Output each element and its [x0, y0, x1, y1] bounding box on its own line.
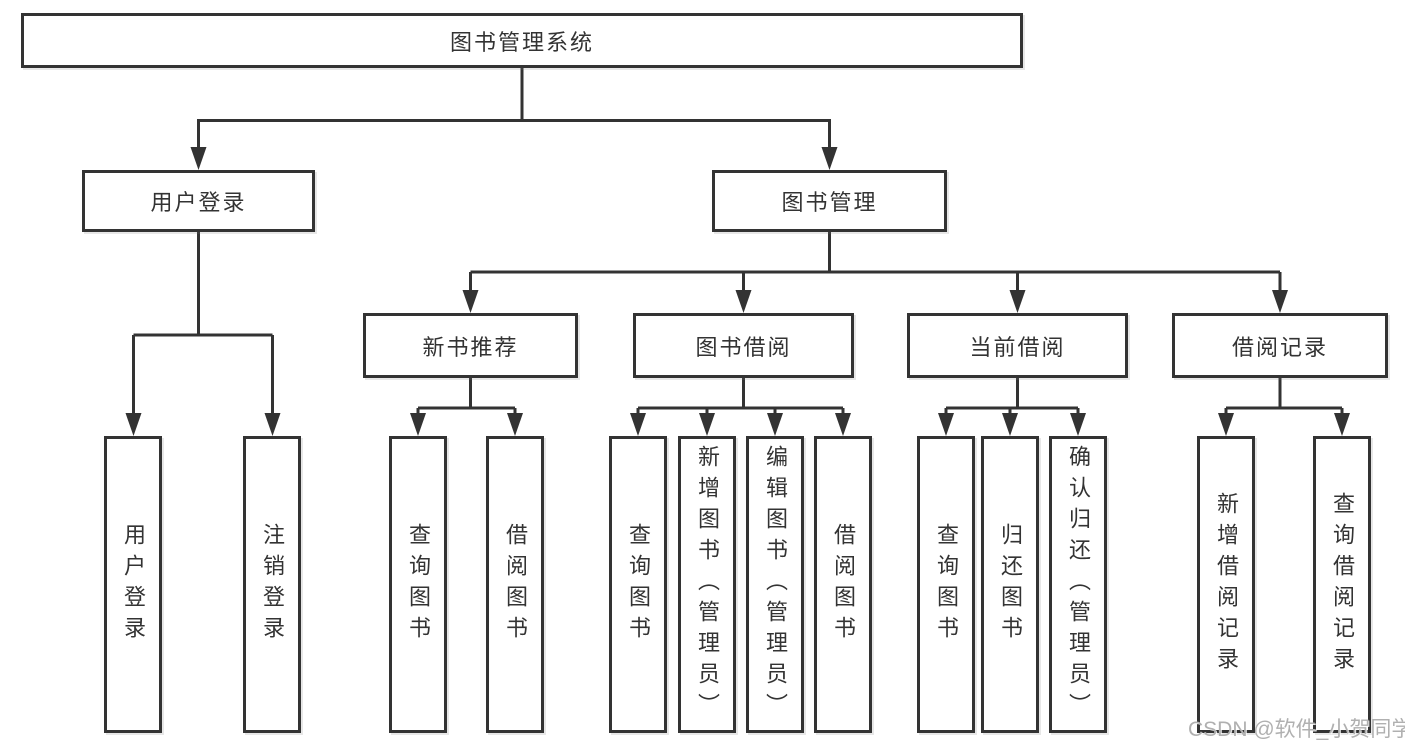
- leaf-add-book-admin-box: 新增图书（管理员）: [678, 436, 736, 733]
- leaf-query-borrow-record-box: 查询借阅记录: [1313, 436, 1371, 733]
- leaf-confirm-return-admin-label: 确认归还（管理员）: [1066, 445, 1091, 724]
- branch-book-management-label: 图书管理: [781, 190, 878, 215]
- arrowhead-icon: [1334, 413, 1350, 436]
- leaf-add-borrow-record-box: 新增借阅记录: [1197, 436, 1255, 733]
- group-current-borrow-box: 当前借阅: [907, 313, 1128, 378]
- group-new-book-recommend-box: 新书推荐: [363, 313, 578, 378]
- group-borrow-records-box: 借阅记录: [1172, 313, 1388, 378]
- leaf-borrow-books-recommend-box: 借阅图书: [486, 436, 544, 733]
- leaf-user-login-label: 用户登录: [121, 522, 146, 647]
- edge-login-to-leaves: [132, 232, 274, 418]
- group-book-borrow-box: 图书借阅: [633, 313, 854, 378]
- arrowhead-icon: [1218, 413, 1234, 436]
- group-borrow-records-label: 借阅记录: [1231, 334, 1328, 360]
- leaf-query-books-borrow-label: 查询图书: [626, 522, 651, 647]
- arrowhead-icon: [735, 290, 752, 313]
- leaf-borrow-books-recommend-label: 借阅图书: [503, 522, 528, 647]
- leaf-query-books-recommend-box: 查询图书: [389, 436, 447, 733]
- leaf-query-books-recommend-label: 查询图书: [406, 522, 431, 647]
- leaf-logout-box: 注销登录: [243, 436, 301, 733]
- edge-root-to-level2: [197, 68, 831, 150]
- group-new-book-recommend-label: 新书推荐: [422, 334, 519, 360]
- edge-mgmt-to-groups: [469, 232, 1282, 295]
- arrowhead-icon: [125, 413, 142, 436]
- leaf-edit-book-admin-label: 编辑图书（管理员）: [763, 445, 788, 724]
- leaf-query-books-current-label: 查询图书: [934, 522, 959, 647]
- leaf-borrow-books-borrow-label: 借阅图书: [831, 522, 856, 647]
- arrowhead-icon: [1272, 290, 1288, 313]
- edge-borrow-to-leaves: [636, 378, 845, 418]
- leaf-return-book-box: 归还图书: [981, 436, 1039, 733]
- arrowhead-icon: [630, 413, 646, 436]
- arrowhead-icon: [1009, 290, 1026, 313]
- leaf-add-book-admin-label: 新增图书（管理员）: [695, 445, 720, 724]
- edge-records-to-leaves: [1224, 378, 1344, 418]
- leaf-edit-book-admin-box: 编辑图书（管理员）: [746, 436, 804, 733]
- arrowhead-icon: [699, 413, 715, 436]
- leaf-add-borrow-record-label: 新增借阅记录: [1214, 491, 1239, 678]
- arrowhead-icon: [938, 413, 954, 436]
- watermark-text: CSDN @软件_小贺同学: [1188, 718, 1405, 741]
- group-book-borrow-label: 图书借阅: [695, 334, 792, 360]
- edge-recommend-to-leaves: [416, 378, 517, 418]
- branch-user-login-box: 用户登录: [82, 170, 315, 232]
- root-box: 图书管理系统: [21, 13, 1023, 68]
- edge-current-to-leaves: [944, 378, 1080, 418]
- arrowhead-icon: [462, 290, 479, 313]
- leaf-confirm-return-admin-box: 确认归还（管理员）: [1049, 436, 1107, 733]
- arrowhead-icon: [264, 413, 281, 436]
- leaf-borrow-books-borrow-box: 借阅图书: [814, 436, 872, 733]
- arrowhead-icon: [1070, 413, 1086, 436]
- branch-book-management-box: 图书管理: [712, 170, 947, 232]
- group-current-borrow-label: 当前借阅: [969, 334, 1066, 360]
- arrowhead-icon: [767, 413, 783, 436]
- arrowhead-icon: [190, 147, 207, 170]
- leaf-logout-label: 注销登录: [260, 522, 285, 647]
- arrowhead-icon: [410, 413, 426, 436]
- leaf-query-books-current-box: 查询图书: [917, 436, 975, 733]
- leaf-query-borrow-record-label: 查询借阅记录: [1330, 491, 1355, 678]
- leaf-user-login-box: 用户登录: [104, 436, 162, 733]
- root-label: 图书管理系统: [449, 29, 594, 55]
- arrowhead-icon: [1002, 413, 1018, 436]
- arrowhead-icon: [835, 413, 851, 436]
- branch-user-login-label: 用户登录: [150, 190, 247, 215]
- arrowhead-icon: [507, 413, 523, 436]
- arrowhead-icon: [821, 147, 838, 170]
- leaf-return-book-label: 归还图书: [998, 522, 1023, 647]
- leaf-query-books-borrow-box: 查询图书: [609, 436, 667, 733]
